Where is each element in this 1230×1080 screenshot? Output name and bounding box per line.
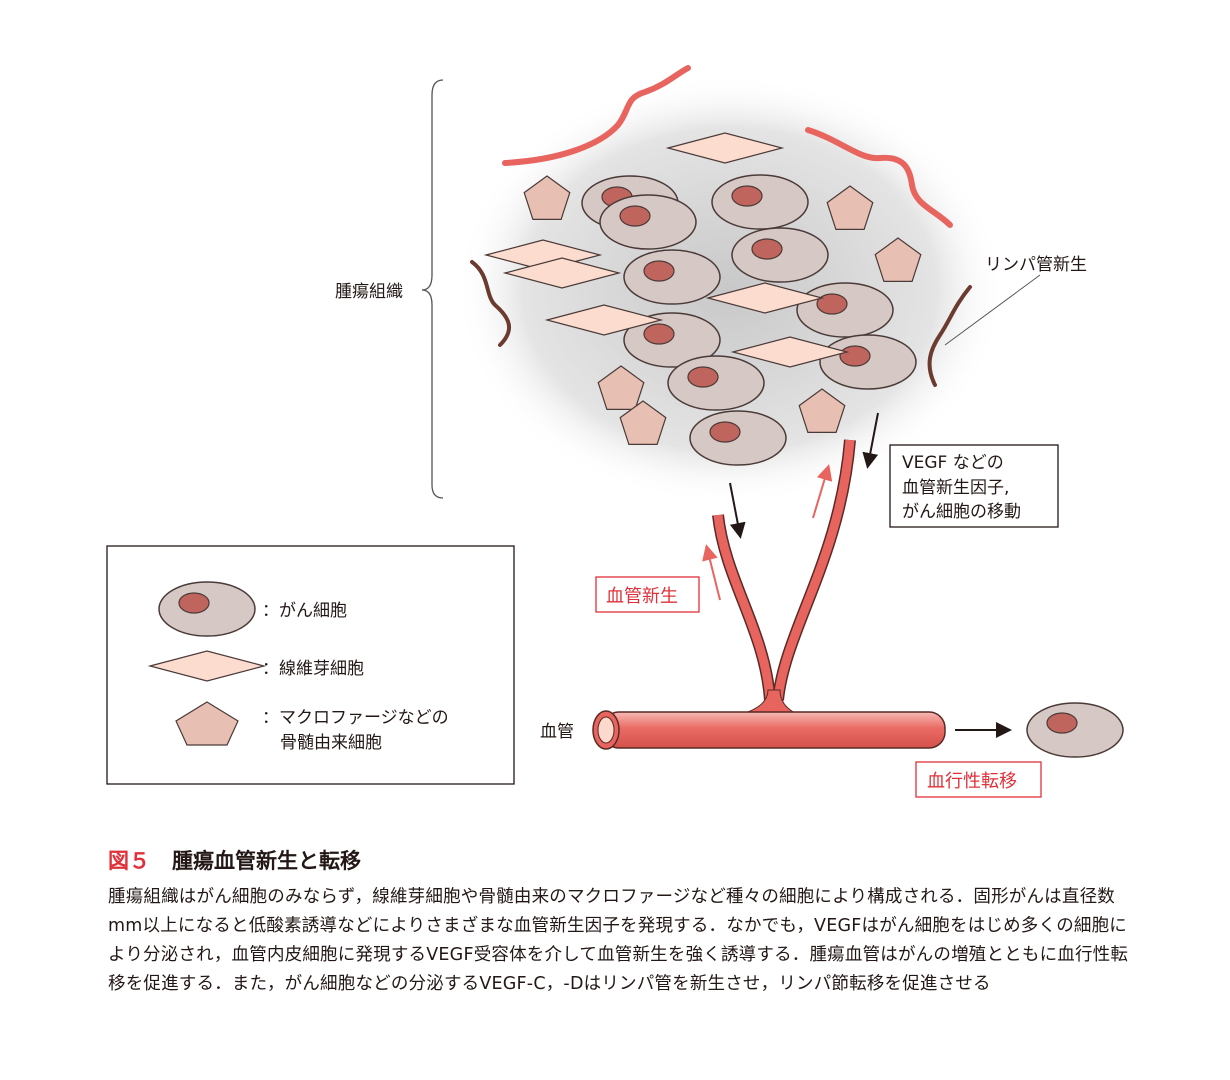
cancer-cell — [689, 410, 787, 466]
caption-body: 腫瘍組織はがん細胞のみならず，線維芽細胞や骨髄由来のマクロファージなど種々の細胞… — [108, 887, 1129, 994]
legend: ：がん細胞 ：線維芽細胞 ：マクロファージなどの 骨髄由来細胞 — [106, 545, 515, 785]
legend-fibroblast-label: ：線維芽細胞 — [262, 659, 364, 679]
cancer-cell — [599, 194, 697, 250]
nucleus — [1046, 712, 1078, 734]
red-arrow — [812, 464, 833, 519]
black-arrow — [729, 482, 746, 539]
vegf-line-2: 血管新生因子, — [902, 478, 1009, 498]
legend-macrophage-icon — [175, 701, 239, 746]
metastatic-cancer-cell — [1026, 702, 1124, 758]
fibroblast-cell — [502, 257, 622, 289]
tumor-blood-vessel — [805, 127, 953, 228]
nucleus — [687, 366, 719, 388]
cancer-cell — [623, 249, 721, 305]
legend-macrophage-label-2: 骨髄由来細胞 — [280, 733, 382, 753]
figure-title: 腫瘍血管新生と転移 — [172, 849, 361, 873]
angiogenesis-box — [595, 576, 700, 613]
diagram: 腫瘍組織 リンパ管新生 VEGF などの 血管新生因子, がん細胞の移動 血管新… — [106, 65, 1124, 798]
tumor-halo — [455, 75, 1005, 505]
vegf-line-1: VEGF などの — [902, 453, 1004, 473]
lymph-vessel — [470, 260, 511, 347]
nucleus — [731, 185, 763, 207]
figure-caption: 図５ 腫瘍血管新生と転移 腫瘍組織はがん細胞のみならず，線維芽細胞や骨髄由来のマク… — [108, 845, 1138, 999]
legend-fibroblast-icon — [147, 650, 267, 682]
blood-vessel-label: 血管 — [540, 722, 574, 742]
red-arrow — [702, 544, 721, 601]
black-arrow — [862, 412, 879, 469]
lymph-vessel — [927, 285, 972, 387]
tumor-blood-vessel — [502, 65, 691, 166]
cancer-cell — [796, 282, 894, 338]
nucleus — [619, 205, 651, 227]
macrophage-cell — [798, 388, 846, 433]
macrophage-cell — [523, 175, 571, 220]
lymph-angiogenesis-label: リンパ管新生 — [985, 255, 1087, 275]
blood-vessel — [602, 711, 946, 749]
nucleus — [643, 260, 675, 282]
tumor-tissue-label: 腫瘍組織 — [335, 282, 403, 302]
hematogenous-metastasis-label: 血行性転移 — [927, 771, 1017, 792]
nucleus — [816, 293, 848, 315]
fibroblast-cell — [705, 282, 825, 314]
vessel-junction — [744, 689, 796, 714]
fibroblast-cell — [665, 132, 785, 164]
legend-cancer-cell-icon — [158, 581, 256, 637]
angiogenesis-label: 血管新生 — [606, 586, 678, 607]
vegf-line-3: がん細胞の移動 — [902, 502, 1021, 522]
cancer-cell — [711, 174, 809, 230]
angiogenic-sprout — [713, 439, 855, 701]
vessel-lumen — [597, 716, 615, 744]
tumor-brace — [421, 79, 444, 499]
nucleus — [839, 345, 871, 367]
legend-cancer-cell-label: ：がん細胞 — [262, 601, 347, 621]
caption-title: 図５ 腫瘍血管新生と転移 — [108, 845, 1138, 875]
macrophage-cell — [619, 400, 667, 445]
metastasis-box — [915, 761, 1042, 798]
cancer-cell — [731, 227, 829, 283]
legend-macrophage-label-1: ：マクロファージなどの — [262, 708, 449, 728]
nucleus — [643, 323, 675, 345]
legend-nucleus-icon — [178, 592, 210, 614]
macrophage-cell — [874, 237, 922, 282]
fibroblast-cell — [544, 304, 664, 336]
nucleus — [751, 238, 783, 260]
macrophage-cell — [826, 185, 874, 230]
lymph-leader-line — [944, 274, 1041, 346]
fibroblast-cell — [730, 336, 850, 368]
macrophage-cell — [597, 365, 645, 410]
cancer-cell — [667, 355, 765, 411]
figure-number: 図５ — [108, 849, 150, 873]
nucleus — [709, 421, 741, 443]
cancer-cell — [819, 334, 917, 390]
vegf-box — [889, 444, 1059, 528]
